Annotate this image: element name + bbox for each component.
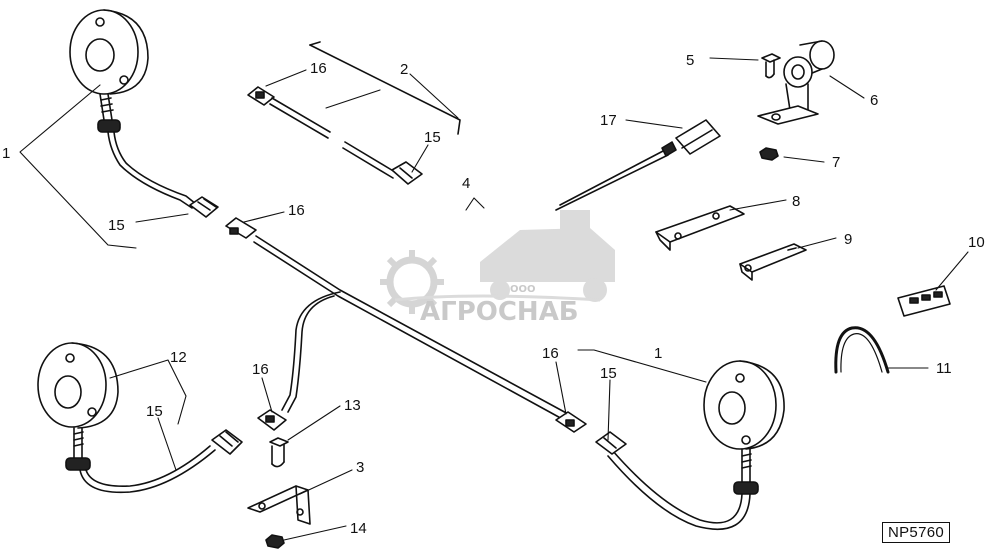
callout-1-top-left: 1 [2,145,10,162]
leader-lines [19,57,969,541]
lamp-top-left [69,9,149,133]
part-10-sticker [897,285,951,317]
callout-4: 4 [462,175,470,192]
callout-15-top-left: 15 [108,217,125,234]
callout-1-bottom-right: 1 [654,345,662,362]
part-14-nut [265,534,285,549]
watermark-small-text: ООО [510,284,536,295]
callout-5: 5 [686,52,694,69]
callout-12: 12 [170,349,187,366]
part-3-bracket [247,485,311,525]
callout-14: 14 [350,520,367,537]
figure-reference-code: NP5760 [881,522,950,543]
part-6-bracket [757,40,835,125]
connector-16-bottom-right [555,411,587,433]
connector-15-top-left [189,196,219,218]
callout-7: 7 [832,154,840,171]
part-8-plate [655,205,745,251]
callout-16-top-left: 16 [288,202,305,219]
connector-15-bottom-right [595,431,627,455]
cable-top-left [107,131,193,209]
cable-bottom-right [611,449,743,524]
callout-6: 6 [870,92,878,109]
connector-16-top-left [225,217,257,239]
part-5-bolt [761,53,781,79]
part-9-plate [739,243,807,281]
callout-15-bottom-left: 15 [146,403,163,420]
watermark-gear-icon [386,256,438,308]
part-7-nut [759,147,779,161]
harness-wire-17 [559,149,666,206]
part-13-bolt [269,437,289,468]
callout-3: 3 [356,459,364,476]
extension-harness [247,86,423,185]
callout-9: 9 [844,231,852,248]
callout-labels: 1 2 16 15 4 17 5 6 7 8 9 10 11 15 16 12 … [2,52,985,537]
connector-15-bottom-left [211,429,243,455]
callout-11: 11 [936,360,952,377]
lamp-bottom-right [703,360,785,495]
watermark-harvester-icon [480,210,615,302]
lamp-bottom-left [37,342,119,471]
callout-16-branch: 16 [252,361,269,378]
watermark-brand-text: АГРОСНАБ [420,297,579,327]
watermark: ООО АГРОСНАБ [380,210,615,327]
part-17-plug [661,119,721,157]
callout-16-bottom-right: 16 [542,345,559,362]
bracket-2 [309,44,461,135]
harness-branch-down [281,291,341,411]
cable-bottom-left [79,449,216,494]
callout-15-bottom-right: 15 [600,365,617,382]
callout-2: 2 [400,61,408,78]
callout-10: 10 [968,234,985,251]
main-harness [255,235,571,416]
callout-15-top: 15 [424,129,441,146]
watermark-swoosh [394,294,601,302]
callout-8: 8 [792,193,800,210]
part-11-clip [834,326,890,374]
callout-17: 17 [600,112,617,129]
callout-13: 13 [344,397,361,414]
callout-16-top: 16 [310,60,327,77]
connector-16-branch [257,409,287,431]
watermark-gear-teeth [380,250,444,314]
